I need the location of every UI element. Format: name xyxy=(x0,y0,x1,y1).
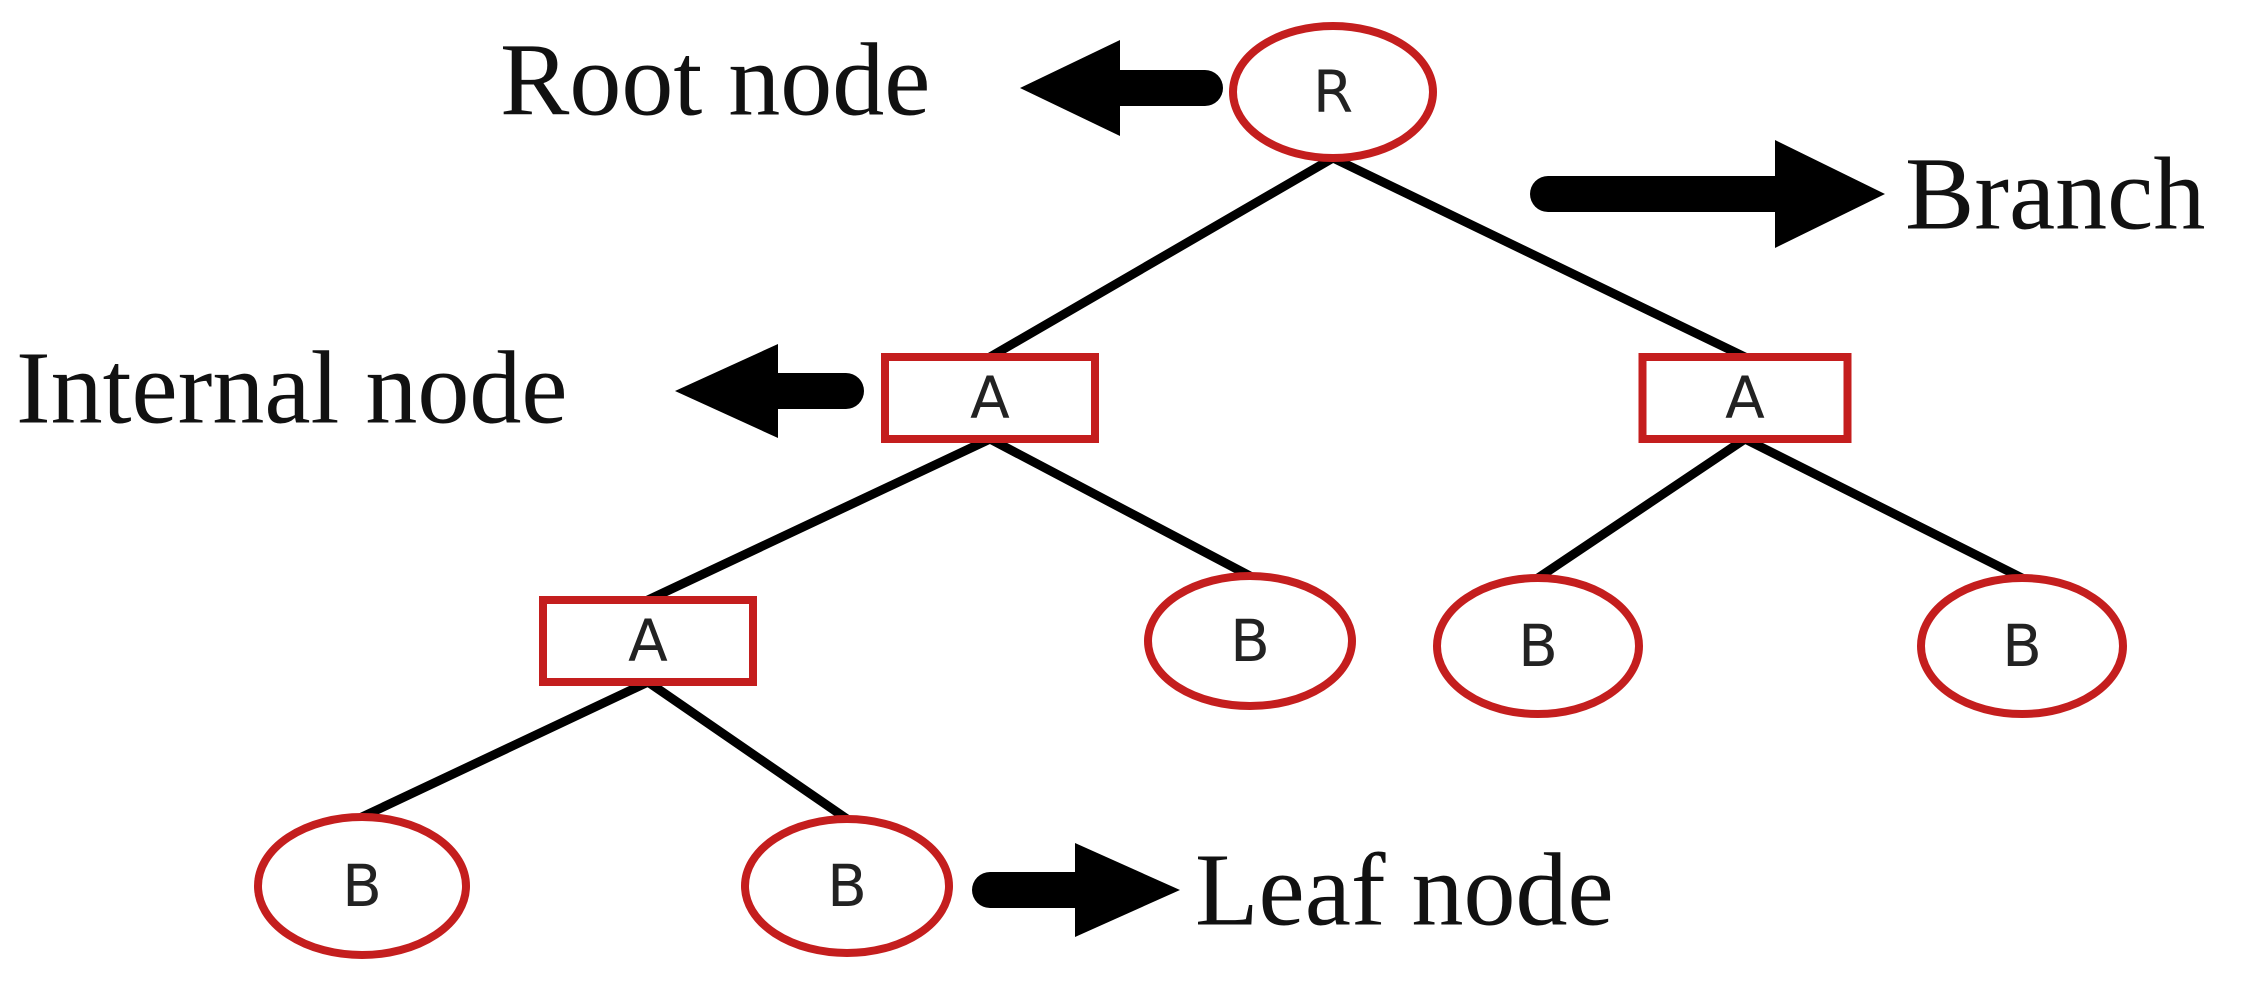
root-arrow-head xyxy=(1020,40,1120,136)
leaf-arrow-head xyxy=(1075,843,1180,937)
node-label-root: R xyxy=(1313,58,1353,126)
node-label-leaf-3: B xyxy=(2002,612,2042,680)
root-node-annotation: Root node xyxy=(500,23,1223,138)
tree-nodes: R A A A B B B B B xyxy=(254,22,2127,959)
leaf-node-annotation: Leaf node xyxy=(972,833,1614,948)
node-label-internal-3: A xyxy=(628,607,668,675)
node-outline-leaf-3 xyxy=(1917,574,2127,718)
tree-edge-internal-1-to-internal-3 xyxy=(643,434,995,605)
tree-node-leaf-2: B xyxy=(1433,574,1643,718)
tree-edge-internal-2-to-leaf-2 xyxy=(1533,434,1750,583)
tree-node-internal-1: A xyxy=(881,353,1099,443)
node-outline-internal-2 xyxy=(1638,353,1852,443)
node-outline-leaf-2 xyxy=(1433,574,1643,718)
node-outline-root xyxy=(1229,22,1437,162)
branch-arrow-head xyxy=(1775,140,1885,248)
node-label-internal-2: A xyxy=(1725,364,1765,432)
node-outline-internal-3 xyxy=(539,596,757,686)
tree-edge-internal-3-to-leaf-5 xyxy=(643,677,852,824)
internal-node-label: Internal node xyxy=(16,331,568,446)
node-label-internal-1: A xyxy=(970,364,1010,432)
branch-annotation: Branch xyxy=(1530,137,2205,252)
node-outline-leaf-4 xyxy=(254,813,470,959)
node-outline-leaf-1 xyxy=(1144,572,1356,710)
tree-node-leaf-3: B xyxy=(1917,574,2127,718)
tree-edge-internal-3-to-leaf-4 xyxy=(357,677,653,822)
leaf-node-label: Leaf node xyxy=(1195,833,1614,948)
tree-edge-internal-1-to-leaf-1 xyxy=(985,434,1255,581)
tree-edge-internal-2-to-leaf-3 xyxy=(1740,434,2027,583)
internal-node-annotation: Internal node xyxy=(16,331,864,446)
node-outline-leaf-5 xyxy=(741,815,953,957)
tree-node-leaf-1: B xyxy=(1144,572,1356,710)
tree-edge-root-to-internal-2 xyxy=(1328,153,1750,362)
node-outline-internal-1 xyxy=(881,353,1099,443)
root-node-label: Root node xyxy=(500,23,930,138)
tree-node-leaf-4: B xyxy=(254,813,470,959)
internal-arrow-head xyxy=(675,344,778,438)
node-label-leaf-1: B xyxy=(1230,607,1270,675)
node-label-leaf-2: B xyxy=(1518,612,1558,680)
tree-node-internal-3: A xyxy=(539,596,757,686)
tree-node-internal-2: A xyxy=(1638,353,1852,443)
tree-node-leaf-5: B xyxy=(741,815,953,957)
tree-node-root: R xyxy=(1229,22,1437,162)
tree-edge-root-to-internal-1 xyxy=(985,153,1338,362)
node-label-leaf-5: B xyxy=(827,852,867,920)
tree-edges xyxy=(357,153,2027,824)
node-label-leaf-4: B xyxy=(342,852,382,920)
branch-label: Branch xyxy=(1905,137,2205,252)
